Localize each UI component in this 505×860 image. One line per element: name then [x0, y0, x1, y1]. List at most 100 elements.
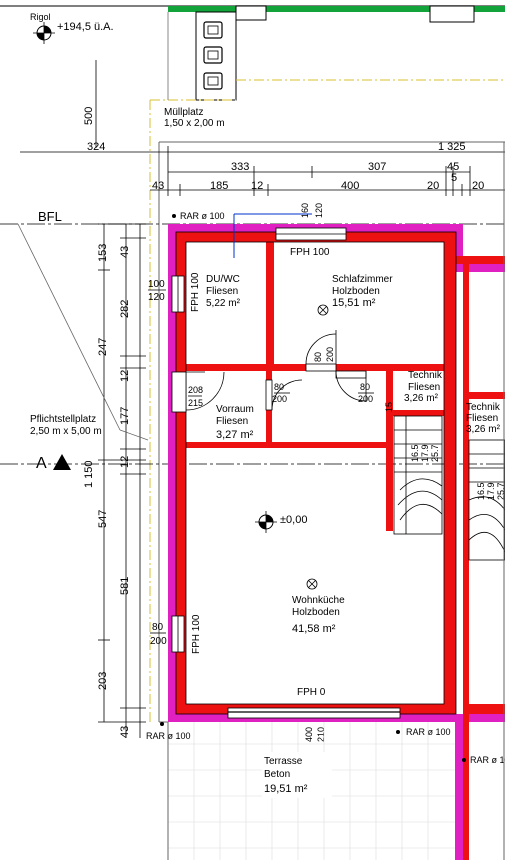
green-strip [168, 6, 505, 12]
room-vestibule-name: Vorraum [216, 404, 254, 415]
dim-left-500: 500 [83, 107, 95, 125]
elevation-marker-icon [255, 511, 277, 533]
bfl-label: BFL [38, 209, 62, 224]
terrace-label-bg [262, 752, 332, 798]
tech-door-depth: 15 [384, 402, 394, 412]
fph-kitchen: FPH 100 [191, 614, 202, 654]
dim-left-203: 203 [97, 672, 109, 690]
stair-label: 17.9 [486, 482, 496, 500]
ceiling-light-icon [306, 578, 318, 590]
dim-left-12a: 12 [119, 370, 131, 382]
dim-left-153: 153 [97, 244, 109, 262]
gate-right [429, 5, 475, 23]
terrace-door-height: 210 [316, 727, 326, 742]
room-vestibule-floor: Fliesen [216, 416, 248, 427]
dimension-lines-top [20, 146, 505, 196]
stair-label: 17.9 [420, 444, 430, 462]
dim-top-20a: 20 [427, 180, 439, 192]
level-label: Rigol [30, 12, 51, 22]
entrance-door-height: 215 [188, 398, 203, 408]
parking-name: Pflichtstellplatz [30, 414, 96, 425]
dim-top-5: 5 [451, 172, 457, 184]
section-arrow-icon [53, 454, 71, 470]
door-swing [185, 371, 225, 411]
rar-label: RAR ø 100 [180, 211, 225, 221]
dim-top-20b: 20 [472, 180, 484, 192]
stair-label: 16.5 [410, 444, 420, 462]
dim-top-43: 43 [152, 180, 164, 192]
trash-area-name: Müllplatz [164, 107, 203, 118]
room-terrace-floor: Beton [264, 769, 290, 780]
room-kitchen-area: 41,58 m² [292, 623, 336, 635]
dim-left-247: 247 [97, 338, 109, 356]
dim-left-581: 581 [119, 577, 131, 595]
dim-top-185: 185 [210, 180, 228, 192]
elevation-label: +194,5 ü.A. [57, 21, 114, 33]
section-label: A [36, 455, 47, 472]
room-wc-floor: Fliesen [206, 286, 238, 297]
room-tech2-name: Technik [466, 402, 501, 413]
bin-icon [203, 21, 223, 90]
dim-total: 1 325 [438, 141, 466, 153]
room-kitchen-floor: Holzboden [292, 607, 340, 618]
parking-size: 2,50 m x 5,00 m [30, 426, 102, 437]
dim-top-333: 333 [231, 161, 249, 173]
dimension-lines-left [95, 60, 146, 738]
trash-area [195, 11, 237, 101]
vestibule-door-height: 200 [272, 394, 287, 404]
window-width-label: 160 [300, 203, 310, 218]
dim-top-307: 307 [368, 161, 386, 173]
ceiling-light-icon [317, 304, 329, 316]
staircase-right [468, 439, 505, 561]
elevation-zero: ±0,00 [280, 514, 307, 526]
room-vestibule-area: 3,27 m² [216, 429, 254, 441]
room-terrace-area: 19,51 m² [264, 783, 308, 795]
stair-label: 16.5 [476, 482, 486, 500]
room-tech2-area: 3,26 m² [466, 424, 501, 435]
terrace-grid [168, 722, 455, 860]
dim-top-12: 12 [251, 180, 263, 192]
terrace-door [227, 707, 401, 719]
dim-left-12b: 12 [119, 456, 131, 468]
parking-diagonal [119, 429, 149, 441]
vestibule-door-width: 80 [274, 382, 284, 392]
stair-label: 25.7 [496, 482, 505, 500]
dim-left-43b: 43 [119, 726, 131, 738]
room-tech1-area: 3,26 m² [404, 393, 439, 404]
fph-terrace: FPH 0 [297, 687, 326, 698]
dim-top-45: 45 [447, 161, 459, 173]
dim-left-43a: 43 [119, 246, 131, 258]
wc-window-width: 100 [148, 279, 165, 290]
interior-doors [265, 330, 367, 411]
room-bedroom-name: Schlafzimmer [332, 274, 393, 285]
entrance-door-opening [171, 371, 187, 413]
room-tech1-name: Technik [408, 370, 443, 381]
tech-door-width: 80 [360, 382, 370, 392]
level-marker-icon [33, 22, 55, 44]
room-wc-name: DU/WC [206, 274, 240, 285]
tech-door-height: 200 [358, 394, 373, 404]
room-wc-area: 5,22 m² [206, 298, 241, 309]
room-bedroom-floor: Holzboden [332, 286, 380, 297]
bedroom-door-height: 200 [325, 347, 335, 362]
entrance-door-width: 208 [188, 385, 203, 395]
rar-label: RAR ø 100 [470, 755, 505, 765]
dim-left-177: 177 [119, 407, 131, 425]
kitchen-window-width: 80 [152, 622, 164, 633]
room-bedroom-area: 15,51 m² [332, 297, 376, 309]
fph-wc: FPH 100 [190, 272, 201, 312]
room-kitchen-name: Wohnküche [292, 595, 345, 606]
drain-icon [160, 214, 466, 762]
fph-top: FPH 100 [290, 247, 330, 258]
kitchen-window-height: 200 [150, 636, 167, 647]
bedroom-door-width: 80 [313, 352, 323, 362]
terrace-door-width: 400 [304, 727, 314, 742]
trash-area-size: 1,50 x 2,00 m [164, 118, 225, 129]
dim-left-1150: 1 150 [83, 460, 95, 488]
dim-left-547: 547 [97, 510, 109, 528]
room-tech2-floor: Fliesen [466, 413, 498, 424]
parking-diagonal [17, 223, 121, 431]
gate-left [235, 5, 267, 21]
staircase-left [393, 415, 443, 535]
